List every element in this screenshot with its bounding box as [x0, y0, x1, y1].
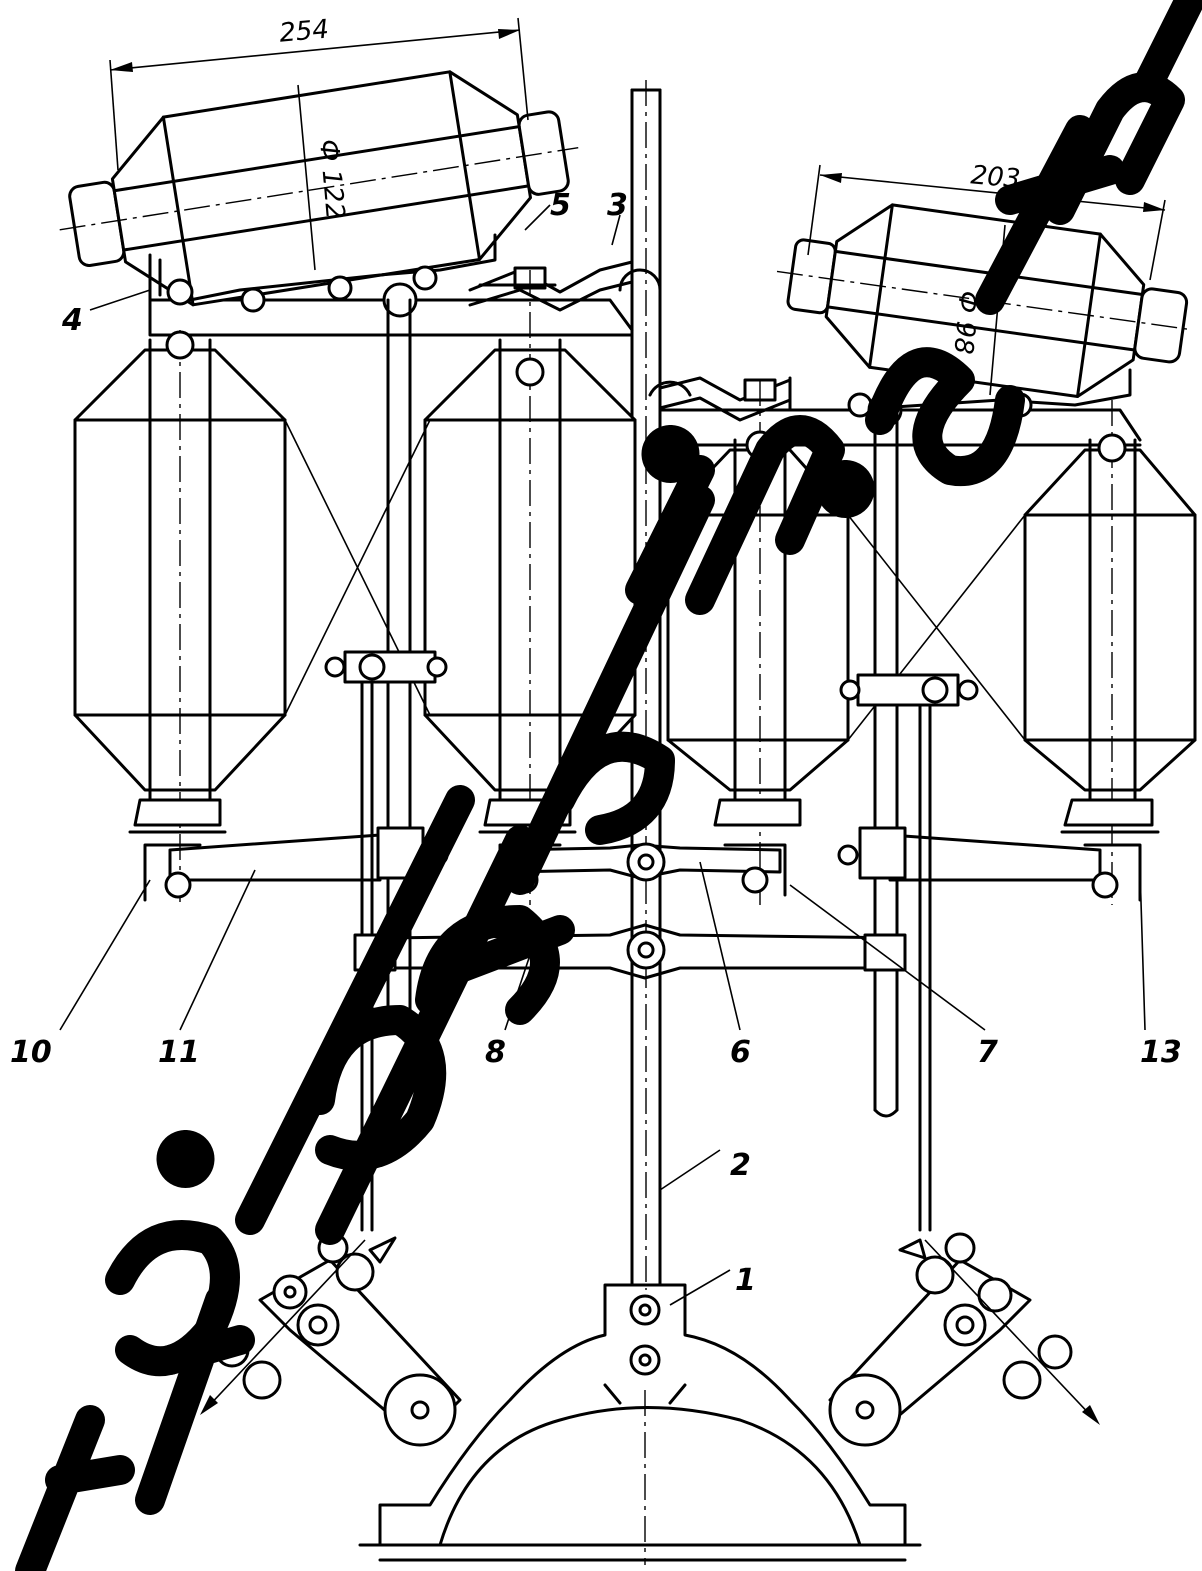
- label-10: 10: [10, 1035, 52, 1070]
- levers: [168, 826, 1102, 980]
- supply-bobbin-2: [423, 270, 637, 905]
- left-carrier: [148, 233, 557, 318]
- label-2: 2: [730, 1148, 751, 1183]
- label-7: 7: [977, 1035, 998, 1070]
- dimension-254: 254: [278, 15, 330, 49]
- label-8: 8: [485, 1035, 506, 1070]
- mid-clamps: [324, 650, 979, 707]
- label-5: 5: [550, 188, 571, 223]
- label-3: 3: [607, 188, 628, 223]
- label-11: 11: [158, 1035, 200, 1070]
- supply-bobbin-1: [73, 330, 287, 905]
- takeup-right: [828, 1232, 1100, 1447]
- watermark: [15, 0, 1202, 1571]
- label-13: 13: [1140, 1035, 1182, 1070]
- dimension-diameter-122: Ф 122: [313, 138, 350, 221]
- left-package: 254 Ф 122: [59, 15, 579, 307]
- base-stand: [358, 1283, 922, 1565]
- label-6: 6: [730, 1035, 751, 1070]
- label-1: 1: [735, 1263, 756, 1298]
- label-4: 4: [61, 303, 83, 338]
- supply-bobbin-4: [1023, 400, 1197, 905]
